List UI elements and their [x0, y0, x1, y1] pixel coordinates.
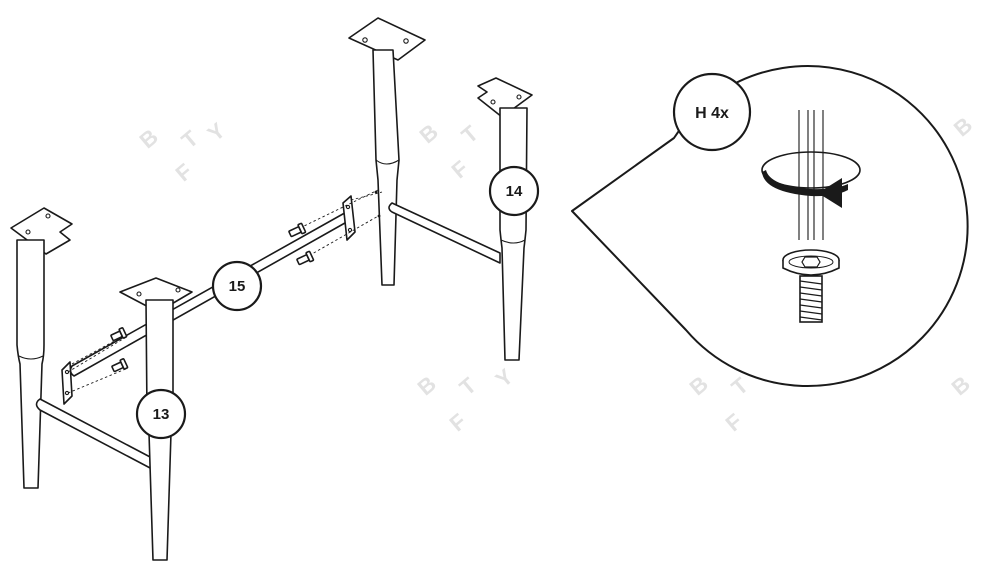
hardware-callout-circle	[672, 72, 752, 152]
watermark-cluster: B T F Y	[413, 364, 519, 437]
screw-hole	[136, 291, 142, 297]
callout-number: 15	[229, 278, 246, 295]
leg-taper-line	[500, 239, 526, 244]
watermark-letter: B	[135, 124, 163, 153]
leg-tube	[499, 107, 528, 361]
callout-number: 13	[153, 406, 170, 423]
screw-icon	[288, 222, 307, 238]
insert-hole	[374, 190, 378, 194]
screw-icon	[110, 327, 128, 342]
hex-socket-screw-icon	[782, 249, 840, 323]
leg-tube	[16, 239, 45, 489]
stretcher-tube	[69, 209, 353, 377]
watermark-letter: T	[177, 125, 204, 153]
watermark-cluster: B T F Y	[135, 118, 231, 187]
screws-right	[288, 189, 383, 266]
rail-back	[388, 202, 501, 264]
callout-number: 14	[506, 183, 523, 200]
watermark-letter: T	[457, 120, 484, 148]
watermark-letter: F	[447, 156, 473, 184]
screw-hole	[490, 99, 496, 105]
screw-guide-line	[67, 367, 129, 394]
watermark-letter: T	[727, 372, 754, 400]
detail-bubble: H 4x	[571, 65, 969, 388]
screw-hole	[516, 94, 522, 100]
screw-guide-line	[67, 335, 129, 373]
screw-hole	[403, 38, 409, 44]
leg-tube	[372, 49, 400, 286]
callout-13: 13	[135, 388, 187, 440]
leg-taper-line	[375, 159, 400, 165]
watermark-letter: F	[721, 409, 747, 437]
leg-back-center	[348, 17, 426, 286]
watermark-letter: Y	[491, 364, 519, 393]
watermark-letter: B	[949, 112, 977, 141]
screw-hole	[45, 213, 51, 219]
watermark-letter: B	[947, 371, 975, 400]
screws-left	[67, 327, 129, 394]
screw-hole	[362, 37, 368, 43]
screw-icon	[111, 358, 129, 373]
end-bracket-left	[61, 361, 73, 405]
rail-front	[35, 398, 153, 470]
watermark-letter: B	[413, 371, 441, 400]
hardware-quantity-label: H 4x	[695, 105, 729, 122]
callout-15: 15	[211, 260, 263, 312]
watermark-letter: B	[685, 371, 713, 400]
bracket-hole	[347, 227, 353, 233]
screw-hole	[175, 287, 181, 293]
watermark-letter: Y	[203, 118, 231, 147]
watermark-cluster: B T F	[415, 119, 484, 183]
callout-circle	[211, 260, 263, 312]
callout-circle	[135, 388, 187, 440]
watermark-letter: F	[445, 409, 471, 437]
callout-circle	[488, 165, 540, 217]
leg-front-left-far	[10, 207, 73, 489]
clockwise-rotation-arrow-icon	[761, 151, 861, 208]
leg-mounting-plate	[10, 207, 73, 255]
bracket-hole	[345, 204, 351, 210]
screw-guide-line	[350, 191, 383, 201]
screw-guide-line	[71, 337, 121, 365]
watermark-letter: F	[171, 159, 197, 187]
leg-taper-line	[18, 355, 44, 360]
hex-key-icon	[798, 110, 824, 240]
end-bracket-right	[342, 195, 356, 241]
rail-front-tube	[35, 398, 153, 470]
leg-back-right	[477, 77, 533, 361]
watermark-letter: B	[415, 119, 443, 148]
screw-icon	[296, 250, 315, 266]
stretcher-15	[61, 195, 356, 405]
screw-hole	[25, 229, 31, 235]
screw-guide-line	[299, 189, 379, 229]
insert-hole	[377, 214, 381, 218]
callout-14: 14	[488, 165, 540, 217]
screw-guide-line	[304, 214, 381, 259]
watermark-letter: T	[455, 372, 482, 400]
rail-back-tube	[388, 202, 501, 264]
detail-bubble-outline	[571, 65, 969, 388]
